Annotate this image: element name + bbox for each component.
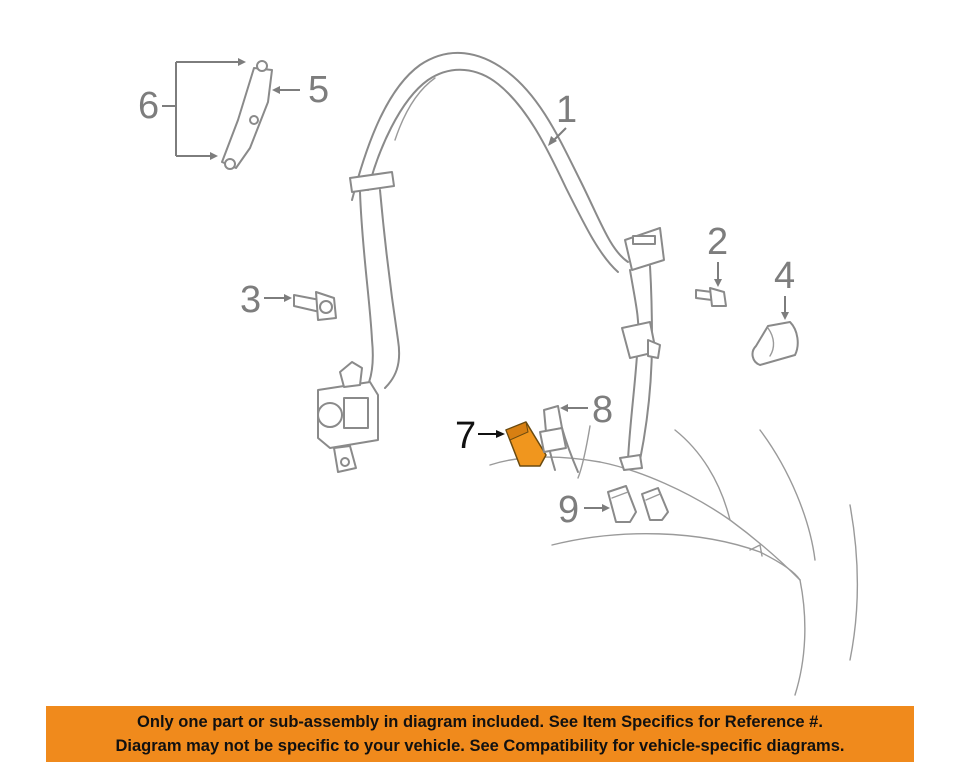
callout-label-4: 4 [774, 255, 795, 297]
callout-label-3: 3 [240, 279, 261, 321]
seat-belt-assembly [317, 51, 665, 473]
callout-label-9: 9 [558, 489, 579, 531]
buckle-part-8 [539, 405, 579, 473]
callout-label-8: 8 [592, 389, 613, 431]
bolt-part-2 [695, 287, 727, 307]
callout-label-5: 5 [308, 69, 329, 111]
disclaimer-line-1: Only one part or sub-assembly in diagram… [137, 713, 823, 731]
callout-7: 7 [455, 415, 505, 457]
callout-5: 5 [272, 69, 329, 111]
callout-6: 6 [138, 58, 246, 160]
callout-label-7: 7 [455, 415, 476, 457]
seat-outline [489, 429, 859, 696]
cover-part-4 [751, 321, 799, 366]
bracket-part-5 [221, 60, 273, 170]
disclaimer-banner: Only one part or sub-assembly in diagram… [46, 706, 914, 762]
callout-9: 9 [558, 489, 610, 531]
buckle-part-9 [607, 485, 669, 523]
callout-3: 3 [240, 279, 292, 321]
callout-8: 8 [560, 389, 613, 479]
callout-label-2: 2 [707, 221, 728, 263]
bolt-part-3 [293, 291, 337, 321]
disclaimer-line-2: Diagram may not be specific to your vehi… [115, 737, 845, 755]
buckle-part-7-highlighted [505, 421, 547, 467]
seat-belt-diagram: 1 2 3 4 5 6 7 8 [138, 51, 859, 696]
callout-4: 4 [774, 255, 795, 320]
callout-label-6: 6 [138, 85, 159, 127]
callout-label-1: 1 [556, 89, 577, 131]
callout-2: 2 [707, 221, 728, 287]
callout-1: 1 [548, 89, 577, 146]
